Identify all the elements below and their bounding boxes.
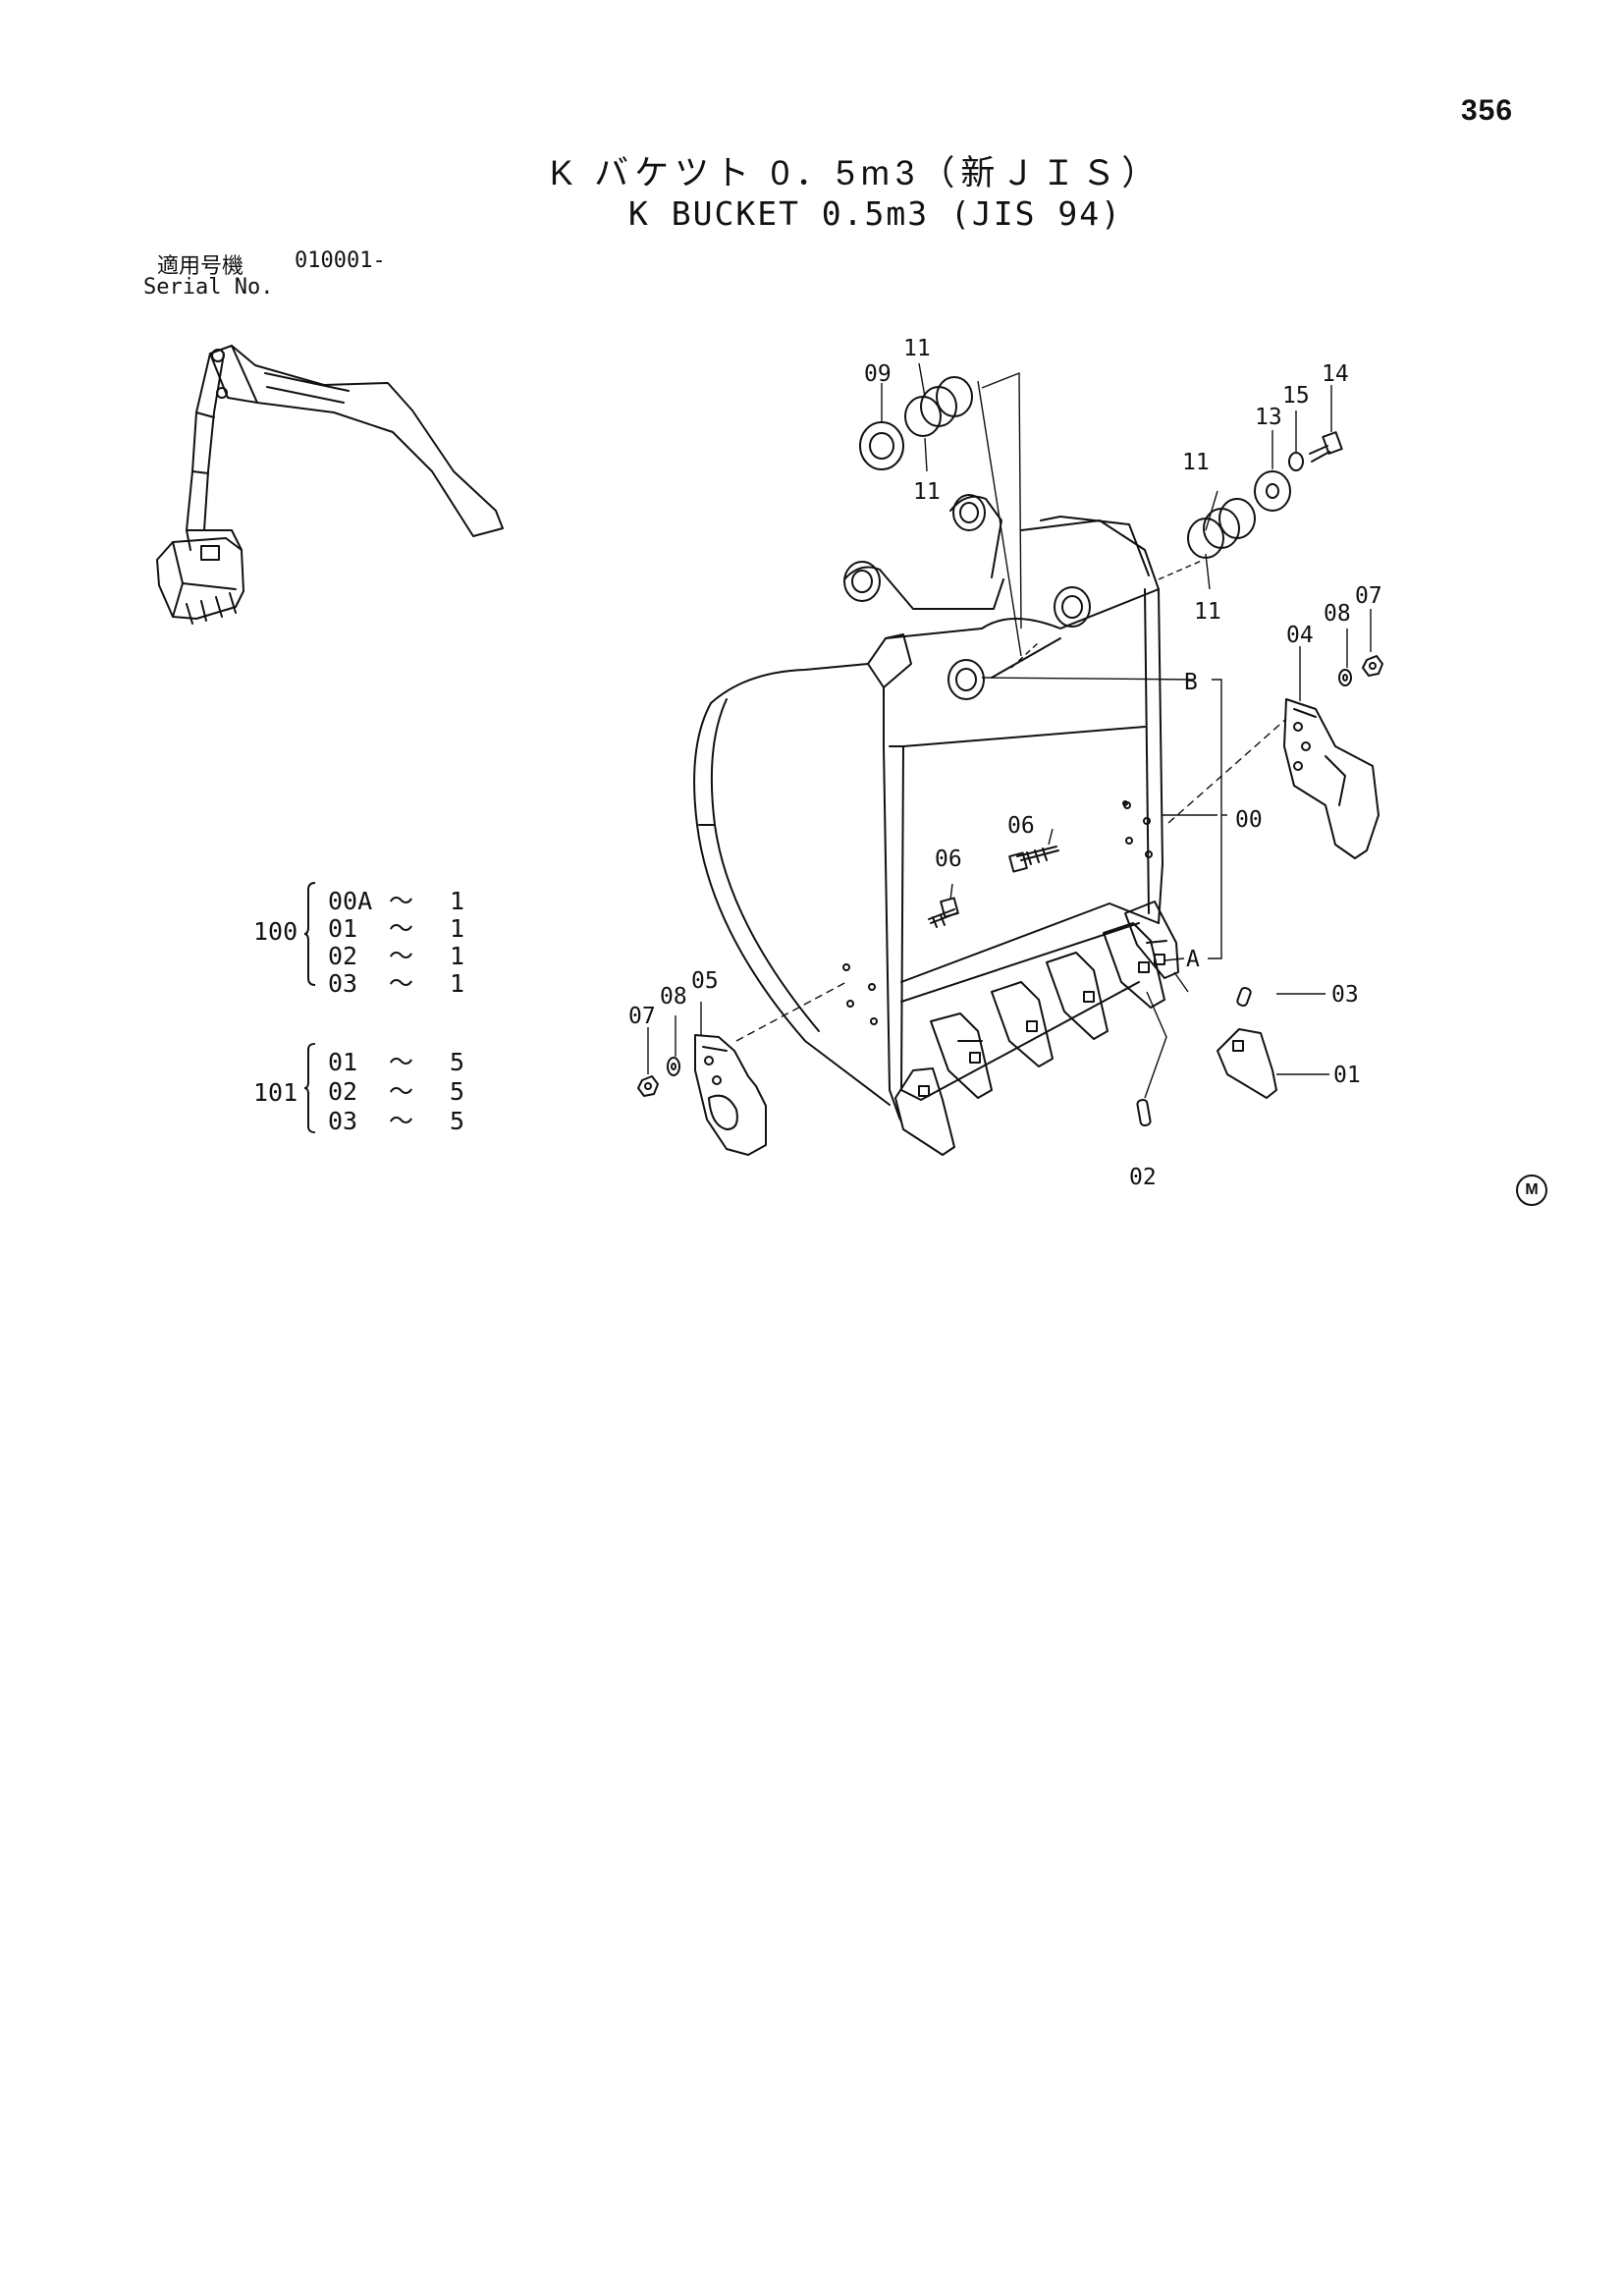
- qty-row: 00A～1: [328, 887, 465, 915]
- qty-group-101: 101 01～5 02～5 03～5: [253, 1043, 469, 1151]
- callout-05: 05: [691, 968, 719, 994]
- callout-06-lower: 06: [935, 847, 962, 872]
- callout-09: 09: [864, 361, 892, 387]
- bolt-06-lower: [928, 897, 959, 928]
- title-english: K BUCKET 0.5m3 (JIS 94): [628, 194, 1122, 233]
- callout-08-right: 08: [1324, 601, 1351, 627]
- nut-07-left: [637, 1075, 659, 1097]
- callout-11-top: 11: [903, 336, 931, 361]
- qty-row: 02～1: [328, 942, 465, 970]
- spacers-11-left: [904, 376, 973, 437]
- washer-15: [1288, 452, 1304, 471]
- excavator-thumbnail-icon: [156, 345, 504, 625]
- callout-02: 02: [1129, 1165, 1157, 1190]
- qty-row: 01～1: [328, 914, 465, 943]
- callout-B: B: [1184, 670, 1198, 695]
- callout-A: A: [1186, 947, 1200, 972]
- lock-part-03: [1236, 986, 1252, 1008]
- spacers-11-right: [1187, 498, 1256, 559]
- serial-value: 010001-: [295, 248, 386, 273]
- qty-group-id: 101: [253, 1078, 298, 1107]
- serial-label-jp: 適用号機: [157, 253, 244, 278]
- tooth-part-01: [1217, 1028, 1277, 1099]
- collar-09: [859, 421, 904, 470]
- callout-01: 01: [1333, 1063, 1361, 1088]
- callout-11-lower-left: 11: [913, 479, 941, 505]
- plate-13: [1254, 470, 1291, 512]
- callout-14: 14: [1322, 361, 1349, 387]
- callout-08-left: 08: [660, 984, 687, 1010]
- bolt-06-upper: [1008, 846, 1059, 873]
- side-cutter-04: [1283, 698, 1380, 859]
- callout-04: 04: [1286, 623, 1314, 648]
- callout-11-right-top: 11: [1182, 450, 1210, 475]
- qty-group-100: 100 00A～1 01～1 02～1 03～1: [253, 882, 469, 1010]
- qty-row: 03～5: [328, 1107, 465, 1135]
- side-cutter-05: [694, 1034, 767, 1156]
- callout-07-left: 07: [628, 1004, 656, 1029]
- callout-03: 03: [1331, 982, 1359, 1008]
- brace-icon: [304, 882, 316, 986]
- qty-group-id: 100: [253, 917, 298, 946]
- title-japanese: K バケツト 0．5m3（新ＪＩＳ）: [550, 154, 1163, 192]
- callout-07-right: 07: [1355, 583, 1382, 609]
- bucket-body: [693, 494, 1163, 1122]
- nut-07-right: [1362, 655, 1383, 677]
- callout-06-upper: 06: [1007, 813, 1035, 839]
- callout-15: 15: [1282, 383, 1310, 409]
- brace-icon: [304, 1043, 316, 1133]
- serial-label-en: Serial No.: [143, 275, 274, 300]
- pin-part-02: [1136, 1098, 1152, 1127]
- qty-row: 01～5: [328, 1048, 465, 1076]
- qty-row: 02～5: [328, 1077, 465, 1106]
- callout-13: 13: [1255, 405, 1282, 430]
- teeth-row: [894, 922, 1165, 1156]
- adapter-tooth: [1124, 901, 1179, 979]
- page-number: 356: [1461, 94, 1514, 127]
- m-mark-icon: M: [1516, 1175, 1547, 1206]
- qty-row: 03～1: [328, 969, 465, 998]
- washer-08-right: [1338, 669, 1352, 686]
- washer-08-left: [667, 1057, 680, 1076]
- bolt-14: [1309, 431, 1343, 463]
- callout-00: 00: [1235, 807, 1263, 833]
- callout-11-right-bottom: 11: [1194, 599, 1221, 625]
